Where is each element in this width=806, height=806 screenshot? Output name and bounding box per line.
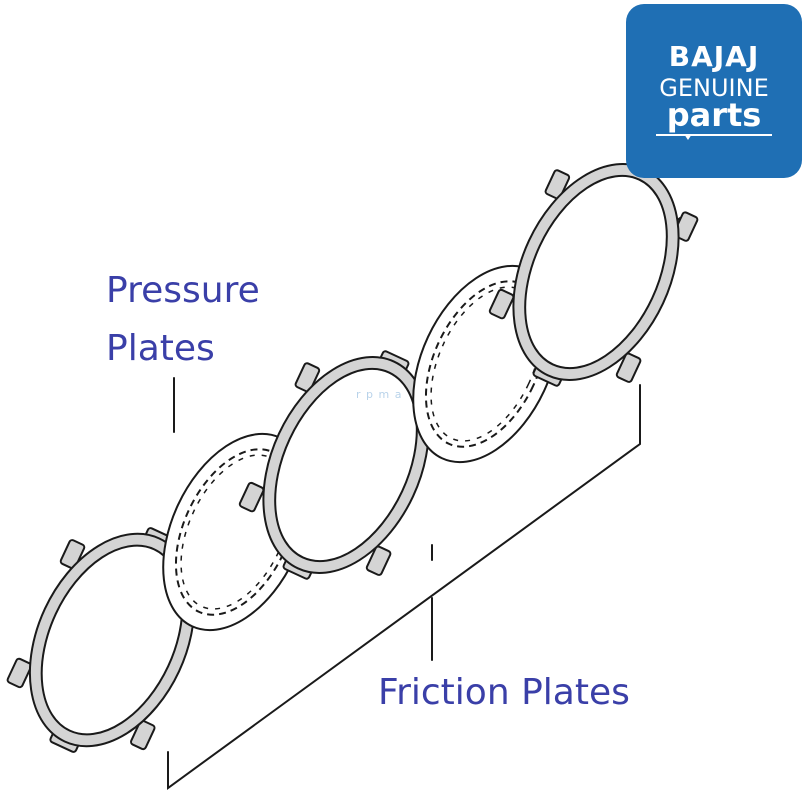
bajaj-genuine-parts-logo: BAJAJ GENUINE parts xyxy=(626,4,802,178)
pressure-label-line1: Pressure xyxy=(106,270,260,311)
logo-underline-tick xyxy=(684,134,692,140)
friction-bracket-line xyxy=(167,384,641,790)
friction-plate-1 xyxy=(6,527,214,753)
friction-plate-3 xyxy=(488,157,699,387)
logo-genuine-text: GENUINE xyxy=(659,74,769,102)
friction-plates-label: Friction Plates xyxy=(378,672,630,713)
watermark-text: r p m a xyxy=(356,388,403,401)
pressure-label-line2: Plates xyxy=(106,328,215,369)
logo-underline xyxy=(656,134,772,136)
pressure-plates-label: Pressure Plates xyxy=(106,262,260,378)
friction-plate-2 xyxy=(238,350,449,580)
logo-brand-text: BAJAJ xyxy=(668,40,760,73)
logo-parts-text: parts xyxy=(666,96,762,134)
